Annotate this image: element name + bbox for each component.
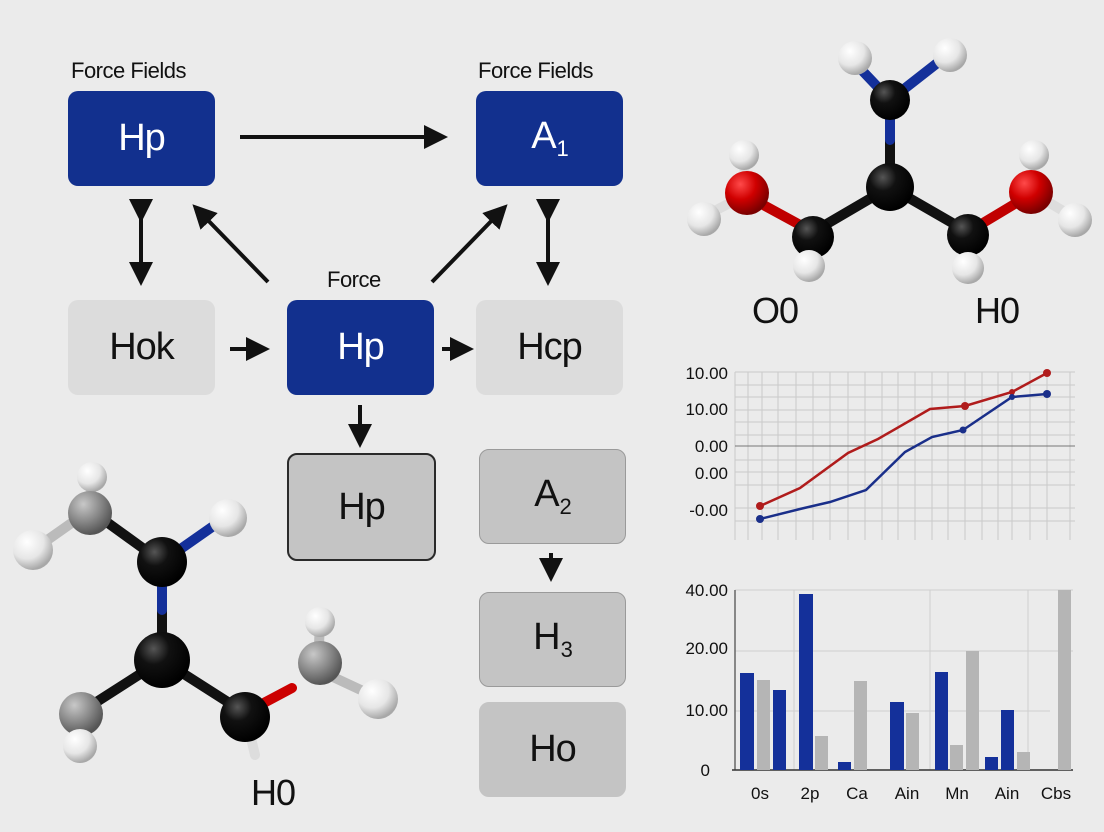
y-tick: 0.00 — [694, 464, 728, 483]
node-hcp[interactable]: Hcp — [476, 300, 623, 395]
y-tick: 0.00 — [694, 437, 728, 456]
atom-hydrogen — [933, 38, 967, 72]
node-label: A1 — [531, 115, 569, 161]
node-label: A2 — [534, 473, 572, 519]
node-a2[interactable]: A2 — [479, 449, 626, 544]
atom-carbon-gray — [68, 491, 112, 535]
y-tick: 10.00 — [685, 400, 728, 419]
atom-hydrogen — [838, 41, 872, 75]
bar — [799, 594, 813, 770]
x-tick: Ain — [894, 784, 920, 803]
molecule-label-h0-bottom: H0 — [251, 772, 296, 813]
y-tick: 10.00 — [685, 701, 728, 720]
bar — [740, 673, 754, 770]
bar — [1058, 590, 1071, 770]
x-tick: 0s — [751, 784, 769, 803]
atom-carbon-gray — [298, 641, 342, 685]
atom-carbon — [866, 163, 914, 211]
bar — [854, 681, 867, 770]
y-tick: -0.00 — [689, 501, 728, 520]
bar — [890, 702, 904, 770]
atom-carbon — [134, 632, 190, 688]
molecule-label-h0-right: H0 — [975, 290, 1020, 331]
bar — [757, 680, 770, 770]
bar — [950, 745, 963, 770]
node-hp-center[interactable]: Hp — [287, 300, 434, 395]
bar — [1017, 752, 1030, 770]
x-tick: Cbs — [1040, 784, 1072, 803]
atom-hydrogen — [63, 729, 97, 763]
node-label: Ho — [529, 728, 577, 770]
atom-hydrogen — [358, 679, 398, 719]
x-tick: Ca — [846, 784, 868, 803]
atom-carbon — [220, 692, 270, 742]
atom-nitrogen — [137, 537, 187, 587]
atom-hydrogen — [1019, 140, 1049, 170]
node-hp-bottom[interactable]: Hp — [287, 453, 436, 561]
atom-hydrogen — [687, 202, 721, 236]
node-label: Hp — [338, 485, 386, 528]
y-tick: 40.00 — [685, 581, 728, 600]
y-tick: 10.00 — [685, 364, 728, 383]
series-blue-line — [759, 392, 1048, 521]
caption-force: Force — [327, 267, 381, 292]
bar — [815, 736, 828, 770]
caption-force-fields-right: Force Fields — [478, 58, 594, 83]
atom-carbon — [870, 80, 910, 120]
node-h3[interactable]: H3 — [479, 592, 626, 687]
atom-hydrogen — [952, 252, 984, 284]
node-label: Hok — [109, 326, 175, 368]
atom-hydrogen — [729, 140, 759, 170]
node-hp-top-left[interactable]: Hp — [68, 91, 215, 186]
node-hok[interactable]: Hok — [68, 300, 215, 395]
x-tick: Mn — [945, 784, 969, 803]
bar — [985, 757, 998, 770]
arrow-diag-top-right — [430, 204, 508, 284]
x-tick: Ain — [994, 784, 1020, 803]
atom-hydrogen — [793, 250, 825, 282]
atom-carbon — [792, 216, 834, 258]
bar — [906, 713, 919, 770]
bar — [838, 762, 851, 770]
y-tick: 20.00 — [685, 639, 728, 658]
atom-oxygen — [725, 171, 769, 215]
bar — [1001, 710, 1014, 770]
atom-hydrogen — [209, 499, 247, 537]
series-red-line — [759, 371, 1048, 508]
atom-hydrogen — [77, 462, 107, 492]
atom-hydrogen — [1058, 203, 1092, 237]
node-label: H3 — [533, 616, 573, 662]
node-label: Hcp — [517, 326, 583, 368]
arrow-diag-top-left — [192, 204, 270, 284]
node-label: Hp — [118, 117, 166, 159]
node-ho[interactable]: Ho — [479, 702, 626, 797]
atom-carbon-gray — [59, 692, 103, 736]
y-tick: 0 — [700, 761, 710, 780]
bar — [935, 672, 948, 770]
atom-hydrogen — [13, 530, 53, 570]
node-label: Hp — [337, 326, 385, 368]
bar — [966, 651, 979, 770]
bar — [773, 690, 786, 770]
atom-oxygen — [1009, 170, 1053, 214]
atom-carbon — [947, 214, 989, 256]
molecule-label-o0: O0 — [752, 290, 799, 331]
x-tick: 2p — [800, 784, 820, 803]
atom-hydrogen — [305, 607, 335, 637]
caption-force-fields-left: Force Fields — [71, 58, 187, 83]
node-a1-top-right[interactable]: A1 — [476, 91, 623, 186]
